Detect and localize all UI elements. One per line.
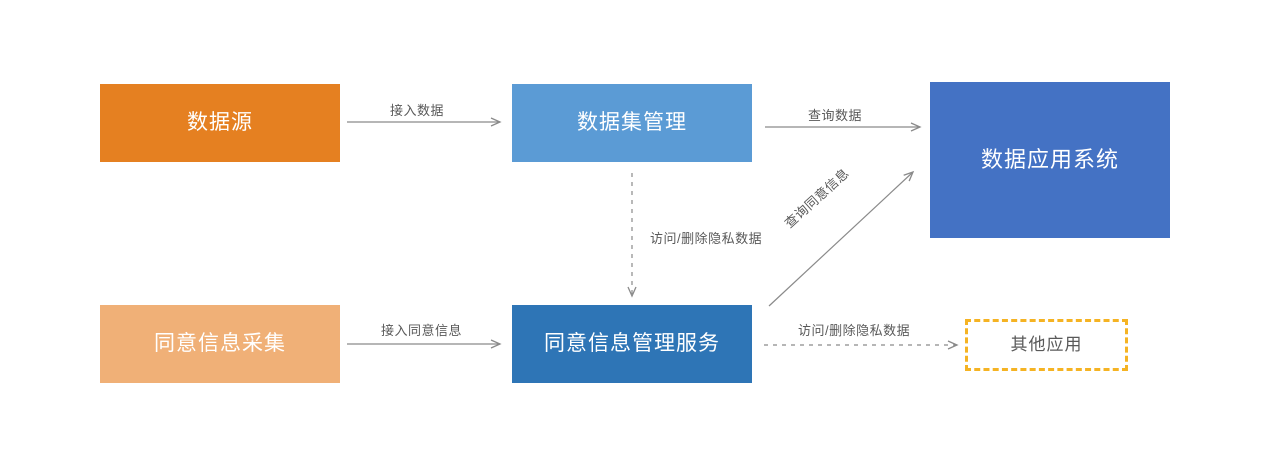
node-data-source[interactable]: 数据源 — [100, 84, 340, 162]
node-consent-service[interactable]: 同意信息管理服务 — [512, 305, 752, 383]
node-data-app-system[interactable]: 数据应用系统 — [930, 82, 1170, 238]
node-other-app-label: 其他应用 — [1010, 334, 1083, 354]
edge-label-ingest-data: 接入数据 — [390, 103, 445, 118]
node-consent-service-label: 同意信息管理服务 — [544, 332, 720, 356]
node-consent-collection[interactable]: 同意信息采集 — [100, 305, 340, 383]
edge-query-consent — [768, 170, 915, 307]
edge-label-access-delete-1: 访问/删除隐私数据 — [650, 231, 763, 246]
node-dataset-management-label: 数据集管理 — [577, 111, 687, 135]
edge-label-ingest-consent: 接入同意信息 — [381, 323, 463, 338]
node-dataset-management[interactable]: 数据集管理 — [512, 84, 752, 162]
node-other-app[interactable]: 其他应用 — [965, 319, 1128, 371]
edge-label-access-delete-2: 访问/删除隐私数据 — [798, 323, 911, 338]
node-data-source-label: 数据源 — [187, 111, 253, 135]
edge-label-query-consent: 查询同意信息 — [781, 165, 852, 231]
edge-label-query-data: 查询数据 — [808, 108, 863, 123]
node-data-app-system-label: 数据应用系统 — [980, 146, 1119, 172]
node-consent-collection-label: 同意信息采集 — [154, 332, 286, 356]
